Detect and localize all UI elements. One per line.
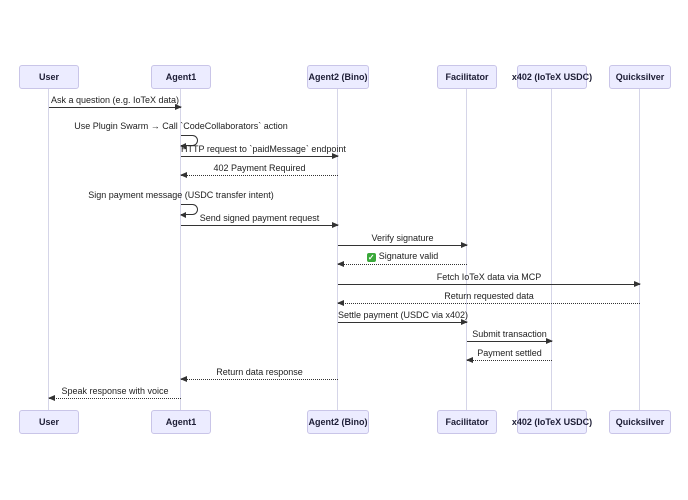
message-verify-signature: Verify signature: [338, 233, 468, 248]
actor-label: Facilitator: [445, 72, 489, 82]
message-settle-payment: Settle payment (USDC via x402): [338, 310, 469, 325]
message-line: [181, 153, 339, 159]
actor-label: Quicksilver: [615, 417, 665, 427]
arrowhead-left-icon: [337, 300, 344, 306]
lifeline-agent1: [180, 89, 181, 410]
arrowhead-right-icon: [461, 242, 468, 248]
actor-label: x402 (IoTeX USDC): [511, 417, 593, 427]
lifeline-x402: [551, 89, 552, 410]
actor-agent1-bottom: Agent1: [151, 410, 211, 434]
message-label: Return data response: [216, 367, 303, 377]
actor-label: User: [38, 417, 59, 427]
message-return-data-response: Return data response: [180, 367, 338, 382]
message-label: Return requested data: [444, 291, 534, 301]
message-label: Settle payment (USDC via x402): [338, 310, 469, 320]
message-label: Fetch IoTeX data via MCP: [436, 272, 542, 282]
actor-label: x402 (IoTeX USDC): [511, 72, 593, 82]
message-label: Submit transaction: [472, 329, 547, 339]
message-line: [337, 261, 467, 267]
message-label: ✓Signature valid: [338, 251, 467, 262]
message-402-payment-required: 402 Payment Required: [180, 163, 338, 178]
message-label: 402 Payment Required: [213, 163, 306, 173]
message-send-signed-payment: Send signed payment request: [181, 213, 339, 228]
arrowhead-right-icon: [461, 319, 468, 325]
message-line: [467, 338, 553, 344]
message-line: [180, 172, 338, 178]
message-line: [48, 395, 181, 401]
message-line: [49, 104, 182, 110]
lifeline-agent2: [337, 89, 338, 410]
message-fetch-iotex-data: Fetch IoTeX data via MCP: [338, 272, 641, 287]
arrowhead-right-icon: [546, 338, 553, 344]
actor-label: User: [38, 72, 59, 82]
arrowhead-right-icon: [175, 104, 182, 110]
message-line: [466, 357, 552, 363]
arrowhead-left-icon: [180, 172, 187, 178]
message-http-request: HTTP request to `paidMessage` endpoint: [181, 144, 346, 159]
message-line: [338, 319, 468, 325]
actor-quicksilver-bottom: Quicksilver: [609, 410, 671, 434]
message-label: Payment settled: [477, 348, 542, 358]
actor-user-top: User: [19, 65, 79, 89]
message-line: [338, 242, 468, 248]
actor-quicksilver-top: Quicksilver: [609, 65, 671, 89]
arrowhead-right-icon: [332, 222, 339, 228]
message-label: Use Plugin Swarm → Call `CodeCollaborato…: [74, 121, 288, 131]
check-mark-icon: ✓: [366, 253, 376, 262]
message-ask-question: Ask a question (e.g. IoTeX data): [49, 95, 182, 110]
message-line: [337, 300, 640, 306]
actor-x402-top: x402 (IoTeX USDC): [512, 65, 592, 89]
arrowhead-left-icon: [466, 357, 473, 363]
self-loop-arrow: [180, 135, 198, 149]
message-label: Verify signature: [371, 233, 434, 243]
message-return-requested-data: Return requested data: [337, 291, 640, 306]
message-signature-valid: ✓Signature valid: [337, 251, 467, 267]
message-text: Signature valid: [378, 251, 439, 261]
arrowhead-left-icon: [180, 376, 187, 382]
actor-agent2-top: Agent2 (Bino): [307, 65, 369, 89]
actor-facilitator-bottom: Facilitator: [437, 410, 497, 434]
message-speak-response: Speak response with voice: [48, 386, 181, 401]
message-payment-settled: Payment settled: [466, 348, 552, 363]
message-label: Ask a question (e.g. IoTeX data): [50, 95, 180, 105]
actor-agent2-bottom: Agent2 (Bino): [307, 410, 369, 434]
lifeline-quicksilver: [639, 89, 640, 410]
self-message-plugin-swarm: Use Plugin Swarm → Call `CodeCollaborato…: [74, 116, 395, 149]
lifeline-facilitator: [466, 89, 467, 410]
message-submit-transaction: Submit transaction: [467, 329, 553, 344]
actor-label: Agent1: [165, 72, 197, 82]
actor-label: Quicksilver: [615, 72, 665, 82]
actor-label: Agent2 (Bino): [308, 72, 368, 82]
actor-agent1-top: Agent1: [151, 65, 211, 89]
message-line: [180, 376, 338, 382]
message-line: [181, 222, 339, 228]
message-label: Sign payment message (USDC transfer inte…: [88, 190, 274, 200]
actor-user-bottom: User: [19, 410, 79, 434]
self-loop-arrow: [180, 204, 198, 218]
arrowhead-left-icon: [180, 143, 186, 149]
actor-label: Agent2 (Bino): [308, 417, 368, 427]
arrowhead-left-icon: [48, 395, 55, 401]
message-label: Speak response with voice: [61, 386, 169, 396]
message-label: HTTP request to `paidMessage` endpoint: [181, 144, 346, 154]
actor-label: Agent1: [165, 417, 197, 427]
actor-x402-bottom: x402 (IoTeX USDC): [512, 410, 592, 434]
actor-label: Facilitator: [445, 417, 489, 427]
actor-facilitator-top: Facilitator: [437, 65, 497, 89]
message-line: [338, 281, 641, 287]
lifeline-user: [48, 89, 49, 410]
arrowhead-left-icon: [180, 212, 186, 218]
arrowhead-right-icon: [332, 153, 339, 159]
message-label: Send signed payment request: [199, 213, 320, 223]
self-message-sign-payment: Sign payment message (USDC transfer inte…: [88, 185, 367, 218]
arrowhead-left-icon: [337, 261, 344, 267]
arrowhead-right-icon: [634, 281, 641, 287]
